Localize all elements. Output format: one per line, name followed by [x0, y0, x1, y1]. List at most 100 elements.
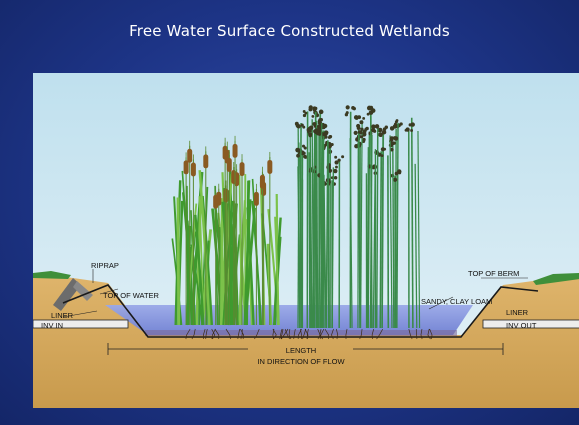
bulrush-stem: [366, 147, 369, 329]
plant-root: [279, 328, 284, 340]
bulrush-seed-head: [390, 169, 402, 182]
cattail-head: [203, 154, 209, 169]
bulrush-seed-head: [392, 119, 403, 129]
bulrush-seed-head: [344, 105, 356, 117]
plant-root: [415, 328, 418, 340]
bulrush-seed-head: [371, 124, 383, 133]
plant-root: [211, 328, 216, 340]
cattail-head: [267, 159, 273, 174]
cattail-plants: [171, 135, 433, 340]
bulrush-stem: [357, 129, 361, 329]
plant-root: [281, 328, 289, 340]
plant-root: [302, 328, 307, 340]
cattail-head: [253, 191, 259, 206]
bulrush-stem: [327, 140, 330, 329]
plant-root: [427, 328, 431, 340]
bulrush-stem: [414, 163, 418, 329]
plant-root: [225, 328, 231, 340]
right-berm-grass: [533, 273, 579, 285]
plant-root: [297, 328, 302, 340]
plant-root: [203, 328, 206, 340]
soil-ground: [33, 273, 579, 408]
left-berm-grass: [33, 271, 71, 279]
bulrush-stem: [396, 122, 399, 329]
bulrush-stem: [375, 127, 379, 329]
plant-root: [371, 328, 375, 340]
cattail-leaf: [231, 247, 238, 326]
bulrush-seed-head: [355, 130, 364, 142]
plant-root: [288, 328, 292, 340]
bulrush-stem: [379, 151, 383, 329]
inv-out-label: INV OUT: [506, 321, 537, 330]
plant-root: [185, 328, 191, 340]
bulrush-seed-head: [312, 118, 323, 126]
cattail-leaf: [176, 197, 181, 326]
slide-title: Free Water Surface Constructed Wetlands: [129, 22, 450, 40]
cattail-head: [239, 162, 245, 177]
plant-root: [324, 328, 330, 340]
cattail-head: [213, 194, 219, 209]
plant-root: [359, 328, 363, 340]
plant-root: [254, 328, 260, 340]
bulrush-seed-head: [404, 122, 415, 132]
cattail-leaf: [246, 207, 255, 326]
bulrush-seed-head: [388, 139, 396, 152]
bulrush-stem: [323, 174, 327, 329]
wetland-cross-section-diagram: RIPRAP TOP OF WATER LINER INV IN TOP OF …: [33, 73, 579, 408]
plant-root: [211, 328, 216, 340]
bulrush-stem: [312, 129, 316, 329]
bulrush-stem: [349, 138, 353, 329]
bulrush-stem: [367, 131, 371, 329]
bulrush-seed-head: [294, 121, 306, 129]
plant-root: [293, 328, 296, 340]
bulrush-stem: [389, 135, 393, 329]
bulrush-stem: [314, 122, 318, 329]
bulrush-seed-head: [366, 105, 376, 116]
length-label: LENGTH: [286, 346, 316, 355]
inlet-pipe: [33, 319, 129, 329]
bulrush-seed-head: [302, 105, 313, 118]
bulrush-stem: [392, 145, 395, 329]
bulrush-plants: [294, 105, 421, 329]
plant-root: [240, 328, 244, 340]
outlet-pipe: [482, 319, 579, 329]
plant-root: [272, 328, 277, 340]
bulrush-stem: [359, 120, 363, 329]
cattail-leaf: [198, 170, 211, 326]
riprap-rocks: [53, 278, 93, 311]
plant-root: [319, 328, 325, 340]
cattail-head: [183, 160, 189, 175]
plant-root: [272, 328, 275, 340]
plant-root: [284, 328, 290, 340]
plant-root: [420, 328, 423, 340]
top-of-water-label: TOP OF WATER: [103, 291, 160, 300]
plant-root: [240, 328, 243, 340]
bulrush-seed-head: [324, 135, 334, 147]
bulrush-seed-head: [295, 147, 308, 159]
cattail-leaf: [251, 200, 263, 326]
bulrush-stem: [381, 131, 385, 329]
bulrush-seed-head: [306, 125, 314, 138]
bulrush-stem: [321, 130, 325, 329]
cattail-leaf: [244, 180, 251, 326]
plant-root: [191, 328, 196, 340]
cattail-leaf: [238, 174, 243, 326]
cattail-head: [190, 162, 196, 177]
cattail-leaf: [274, 216, 280, 326]
inv-in-label: INV IN: [41, 321, 63, 330]
bulrush-seed-head: [389, 136, 399, 142]
plant-root: [345, 328, 348, 340]
bulrush-stem: [417, 130, 421, 329]
plant-root: [331, 328, 334, 340]
liner-line: [62, 284, 539, 338]
plant-root: [408, 328, 413, 340]
cattail-leaf: [194, 214, 205, 326]
plant-root: [214, 328, 220, 340]
plant-root: [205, 328, 208, 340]
cattail-head: [259, 174, 265, 189]
bulrush-stem: [309, 132, 313, 329]
bulrush-seed-head: [353, 115, 366, 125]
bulrush-seed-head: [353, 123, 364, 135]
bulrush-stem: [315, 120, 319, 329]
